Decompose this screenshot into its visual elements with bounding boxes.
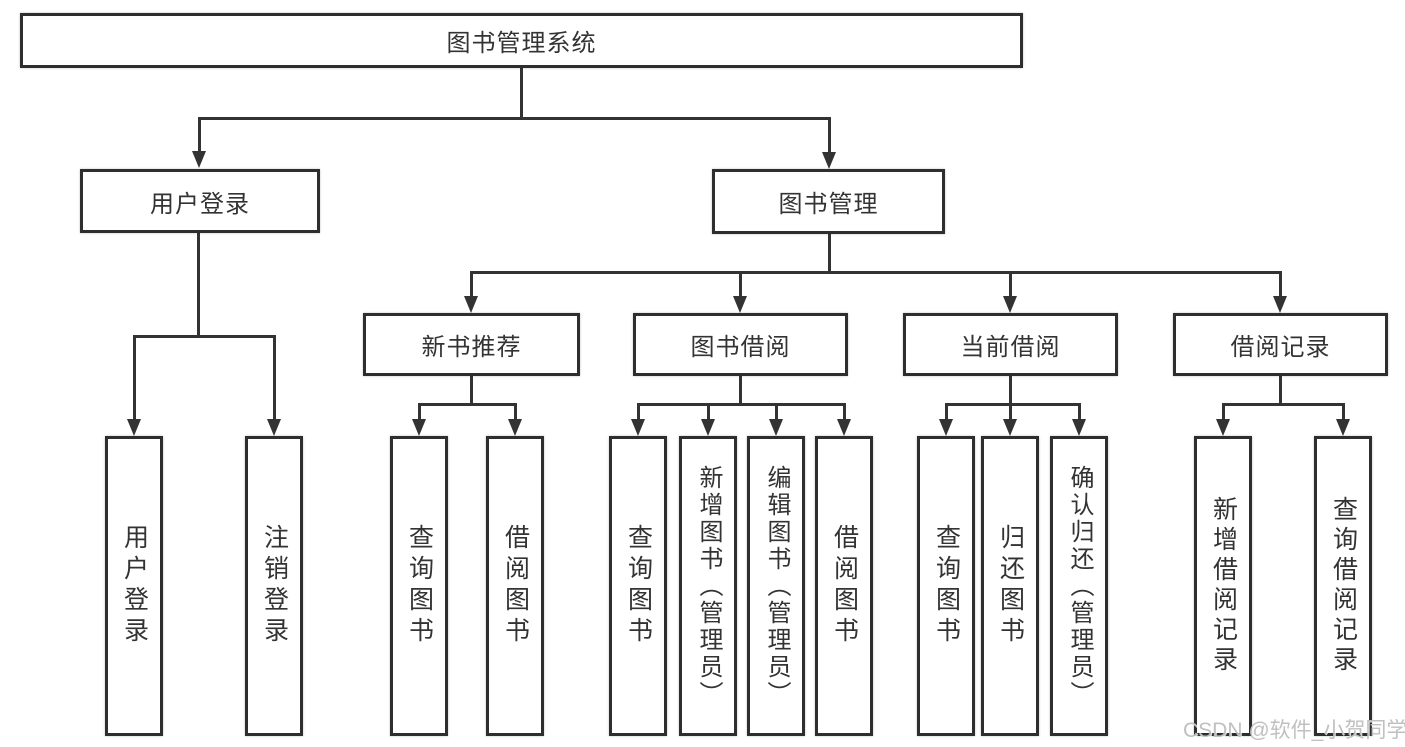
leaf-borrow-books-recommend: 借阅图书	[486, 436, 544, 736]
connector-book-borrow-hline	[637, 403, 846, 406]
connector-current-borrow-trunk	[1009, 376, 1012, 403]
arrow-down-icon	[508, 419, 522, 436]
connector-drop-leaf	[707, 403, 710, 420]
connector-current-borrow-hline	[945, 403, 1081, 406]
connector-user-login-trunk	[197, 233, 200, 335]
node-borrow-records: 借阅记录	[1173, 313, 1388, 376]
connector-borrow-records-trunk	[1279, 376, 1282, 403]
arrow-down-icon	[631, 419, 645, 436]
connector-new-book-hline	[418, 403, 517, 406]
node-book-management: 图书管理	[712, 169, 945, 234]
connector-drop-level3	[470, 271, 473, 298]
arrow-down-icon	[1072, 419, 1086, 436]
node-label: 借阅图书	[830, 524, 859, 648]
connector-drop-leaf	[418, 403, 421, 420]
node-label: 编辑图书（管理员）	[763, 464, 790, 708]
leaf-return-books: 归还图书	[981, 436, 1039, 736]
leaf-query-borrow-record: 查询借阅记录	[1314, 436, 1372, 736]
node-label: 归还图书	[996, 524, 1025, 648]
node-label: 用户登录	[120, 524, 149, 648]
connector-level2-hline	[198, 117, 831, 120]
leaf-user-login: 用户登录	[105, 436, 163, 736]
connector-drop-leaf	[514, 403, 517, 420]
connector-book-borrow-trunk	[739, 376, 742, 403]
arrow-down-icon	[1003, 296, 1017, 313]
arrow-down-icon	[1336, 419, 1350, 436]
csdn-watermark: CSDN @软件_小贺同学	[1183, 719, 1405, 742]
connector-drop-book-management	[828, 117, 831, 153]
connector-drop-leaf	[1078, 403, 1081, 420]
connector-drop-leaf	[273, 335, 276, 420]
leaf-add-borrow-record: 新增借阅记录	[1194, 436, 1252, 736]
connector-drop-leaf	[775, 403, 778, 420]
leaf-query-books-current: 查询图书	[917, 436, 975, 736]
connector-drop-user-login	[198, 117, 201, 153]
arrow-down-icon	[837, 419, 851, 436]
arrow-down-icon	[267, 419, 281, 436]
leaf-add-books-admin: 新增图书（管理员）	[679, 436, 737, 736]
connector-root-trunk	[520, 68, 523, 117]
connector-new-book-trunk	[470, 376, 473, 403]
arrow-down-icon	[701, 419, 715, 436]
connector-drop-leaf	[945, 403, 948, 420]
connector-drop-leaf	[133, 335, 136, 420]
arrow-down-icon	[464, 296, 478, 313]
node-label: 查询图书	[932, 524, 961, 648]
connector-drop-leaf	[637, 403, 640, 420]
node-label: 查询图书	[624, 524, 653, 648]
node-book-borrow: 图书借阅	[633, 313, 848, 376]
connector-drop-leaf	[1342, 403, 1345, 420]
leaf-logout: 注销登录	[245, 436, 303, 736]
node-label: 图书借阅	[690, 334, 791, 361]
node-user-login: 用户登录	[80, 169, 320, 233]
node-label: 当前借阅	[960, 334, 1061, 361]
arrow-down-icon	[939, 419, 953, 436]
node-library-system: 图书管理系统	[20, 13, 1023, 68]
connector-drop-level3	[739, 271, 742, 298]
leaf-edit-books-admin: 编辑图书（管理员）	[747, 436, 805, 736]
connector-drop-leaf	[1009, 403, 1012, 420]
arrow-down-icon	[822, 152, 836, 169]
node-new-book-recommend: 新书推荐	[363, 313, 580, 376]
node-label: 用户登录	[150, 190, 250, 218]
connector-drop-leaf	[843, 403, 846, 420]
leaf-borrow-books: 借阅图书	[815, 436, 873, 736]
arrow-down-icon	[1273, 296, 1287, 313]
node-label: 图书管理	[778, 191, 879, 218]
arrow-down-icon	[412, 419, 426, 436]
leaf-query-books-recommend: 查询图书	[390, 436, 448, 736]
connector-drop-level3	[1279, 271, 1282, 298]
arrow-down-icon	[192, 151, 206, 168]
arrow-down-icon	[733, 296, 747, 313]
node-label: 新增图书（管理员）	[695, 464, 722, 708]
connector-borrow-records-hline	[1222, 403, 1345, 406]
connector-level3-hline	[470, 271, 1282, 274]
arrow-down-icon	[127, 419, 141, 436]
node-label: 注销登录	[260, 524, 289, 648]
node-label: 借阅图书	[501, 524, 530, 648]
node-label: 查询图书	[405, 524, 434, 648]
node-label: 新书推荐	[421, 334, 522, 361]
node-label: 图书管理系统	[446, 30, 597, 57]
connector-book-management-trunk	[828, 234, 831, 271]
leaf-confirm-return-admin: 确认归还（管理员）	[1050, 436, 1108, 736]
arrow-down-icon	[1003, 419, 1017, 436]
arrow-down-icon	[769, 419, 783, 436]
node-label: 借阅记录	[1230, 334, 1331, 361]
connector-drop-level3	[1009, 271, 1012, 298]
connector-user-login-hline	[133, 335, 276, 338]
node-current-borrow: 当前借阅	[903, 313, 1118, 376]
node-label: 查询借阅记录	[1329, 496, 1358, 676]
node-label: 新增借阅记录	[1209, 496, 1238, 676]
arrow-down-icon	[1216, 419, 1230, 436]
node-label: 确认归还（管理员）	[1066, 464, 1093, 708]
connector-drop-leaf	[1222, 403, 1225, 420]
leaf-query-books-borrow: 查询图书	[609, 436, 667, 736]
